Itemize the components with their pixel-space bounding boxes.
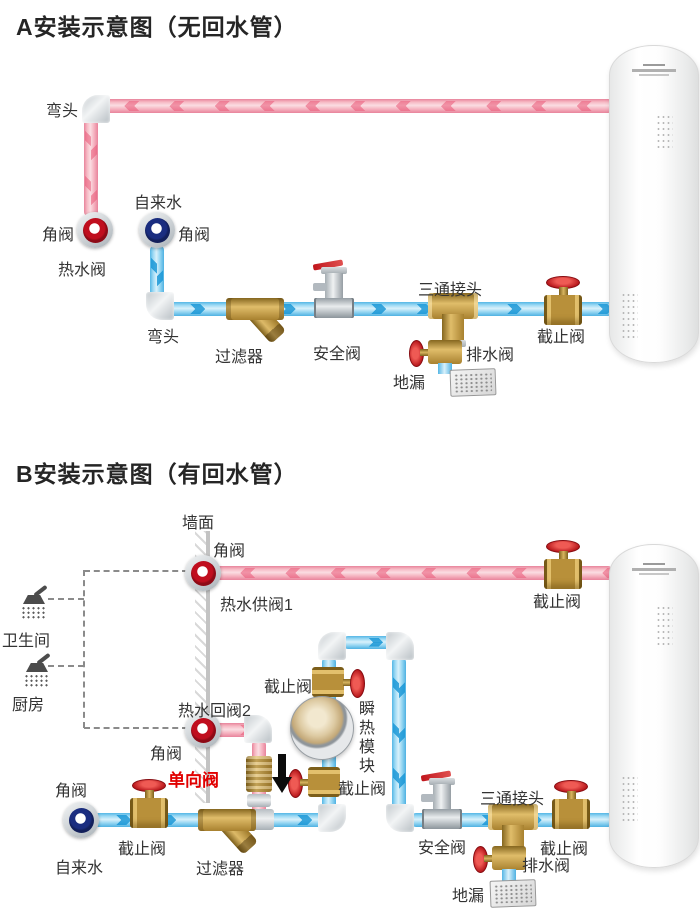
label-filter-b: 过滤器 bbox=[196, 861, 245, 878]
label-stop-valve-lower: 截止阀 bbox=[338, 781, 387, 798]
wall-hatching bbox=[195, 531, 206, 803]
stop-valve-hot-icon bbox=[544, 540, 582, 589]
label-instant-heat-module: 瞬热模块 bbox=[356, 700, 373, 776]
dashed-route bbox=[84, 570, 188, 572]
angle-valve-return-icon bbox=[185, 712, 221, 748]
tank-vent-dots bbox=[621, 775, 638, 825]
brand-logo bbox=[631, 563, 677, 575]
diagram-b-title: B安装示意图（有回水管） bbox=[16, 461, 298, 487]
angle-valve-cold-icon bbox=[139, 212, 175, 248]
water-heater-tank-b bbox=[609, 544, 699, 868]
cold-water-pipe bbox=[344, 636, 394, 649]
label-stop-valve-a: 截止阀 bbox=[537, 329, 586, 346]
stop-valve-lower-icon bbox=[286, 766, 346, 800]
label-hot-supply-valve: 热水供阀1 bbox=[220, 597, 293, 614]
tank-vent-dots bbox=[621, 292, 638, 338]
label-safety-valve-a: 安全阀 bbox=[313, 346, 362, 363]
filter-icon bbox=[198, 799, 259, 857]
label-safety-valve-b: 安全阀 bbox=[418, 840, 467, 857]
safety-valve-icon bbox=[312, 259, 356, 318]
label-angle-valve-cold-b: 角阀 bbox=[55, 783, 88, 800]
cold-water-pipe bbox=[392, 658, 406, 808]
label-angle-valve-hot-a: 角阀 bbox=[41, 227, 74, 244]
angle-valve-supply-icon bbox=[185, 555, 221, 591]
stop-valve-icon bbox=[544, 276, 582, 325]
stop-valve-upper-icon bbox=[312, 666, 372, 700]
stop-valve-cold-icon bbox=[130, 779, 168, 828]
label-tap-water-a: 自来水 bbox=[134, 195, 183, 212]
tee-joint-icon bbox=[428, 293, 478, 347]
label-stop-valve-hot: 截止阀 bbox=[533, 594, 582, 611]
elbow-icon bbox=[386, 804, 414, 832]
tank-vent-dots bbox=[656, 605, 673, 645]
cold-water-pipe bbox=[150, 246, 164, 298]
label-one-way-valve: 单向阀 bbox=[168, 771, 219, 790]
elbow-icon bbox=[82, 95, 110, 123]
label-floor-drain-a: 地漏 bbox=[393, 375, 426, 392]
safety-valve-icon bbox=[420, 770, 464, 829]
angle-valve-cold-icon bbox=[63, 802, 99, 838]
label-tee-joint-a: 三通接头 bbox=[418, 282, 483, 299]
dashed-route bbox=[84, 727, 188, 729]
label-elbow-bottom-a: 弯头 bbox=[147, 329, 180, 346]
label-angle-valve-return: 角阀 bbox=[150, 746, 183, 763]
label-hot-water-valve-a: 热水阀 bbox=[58, 262, 107, 279]
wall-line bbox=[206, 531, 210, 803]
label-stop-valve-upper: 截止阀 bbox=[264, 679, 313, 696]
elbow-icon bbox=[318, 632, 346, 660]
hot-return-pipe bbox=[216, 723, 250, 737]
floor-drain-icon bbox=[449, 368, 497, 397]
hot-water-pipe bbox=[84, 120, 98, 216]
label-tee-joint-b: 三通接头 bbox=[480, 791, 545, 808]
label-filter-a: 过滤器 bbox=[215, 349, 264, 366]
shower-icon bbox=[21, 652, 55, 694]
floor-drain-icon bbox=[489, 879, 537, 908]
elbow-icon bbox=[244, 715, 272, 743]
filter-icon bbox=[226, 288, 287, 346]
label-wall: 墙面 bbox=[182, 515, 215, 532]
label-elbow-top-a: 弯头 bbox=[45, 103, 78, 120]
tank-vent-dots bbox=[656, 114, 673, 150]
elbow-icon bbox=[146, 292, 174, 320]
one-way-valve-icon bbox=[246, 756, 272, 792]
pipe-coupler bbox=[247, 794, 271, 807]
label-kitchen: 厨房 bbox=[12, 697, 45, 714]
elbow-icon bbox=[318, 804, 346, 832]
instant-heat-module-icon bbox=[290, 696, 354, 760]
flow-direction-arrow-icon bbox=[272, 754, 292, 794]
label-angle-valve-cold-a: 角阀 bbox=[178, 227, 211, 244]
hot-water-pipe bbox=[216, 566, 612, 580]
brand-logo bbox=[631, 64, 677, 76]
dashed-route bbox=[48, 598, 84, 600]
label-floor-drain-b: 地漏 bbox=[452, 888, 485, 905]
angle-valve-hot-icon bbox=[77, 212, 113, 248]
hot-water-pipe bbox=[100, 99, 612, 113]
stop-valve-tank-icon bbox=[552, 780, 590, 829]
label-stop-valve-cold: 截止阀 bbox=[118, 841, 167, 858]
label-hot-return-valve: 热水回阀2 bbox=[178, 703, 251, 720]
shower-icon bbox=[18, 584, 52, 626]
dashed-route bbox=[48, 665, 84, 667]
label-bathroom: 卫生间 bbox=[2, 633, 51, 650]
dashed-route bbox=[83, 570, 85, 728]
label-stop-valve-tank: 截止阀 bbox=[540, 841, 589, 858]
label-drain-valve-a: 排水阀 bbox=[466, 347, 515, 364]
diagram-a-title: A安装示意图（无回水管） bbox=[16, 14, 298, 40]
elbow-icon bbox=[386, 632, 414, 660]
label-tap-water-b: 自来水 bbox=[55, 860, 104, 877]
label-drain-valve-b: 排水阀 bbox=[522, 858, 571, 875]
water-heater-tank-a bbox=[609, 45, 699, 363]
label-angle-valve-supply: 角阀 bbox=[213, 543, 246, 560]
